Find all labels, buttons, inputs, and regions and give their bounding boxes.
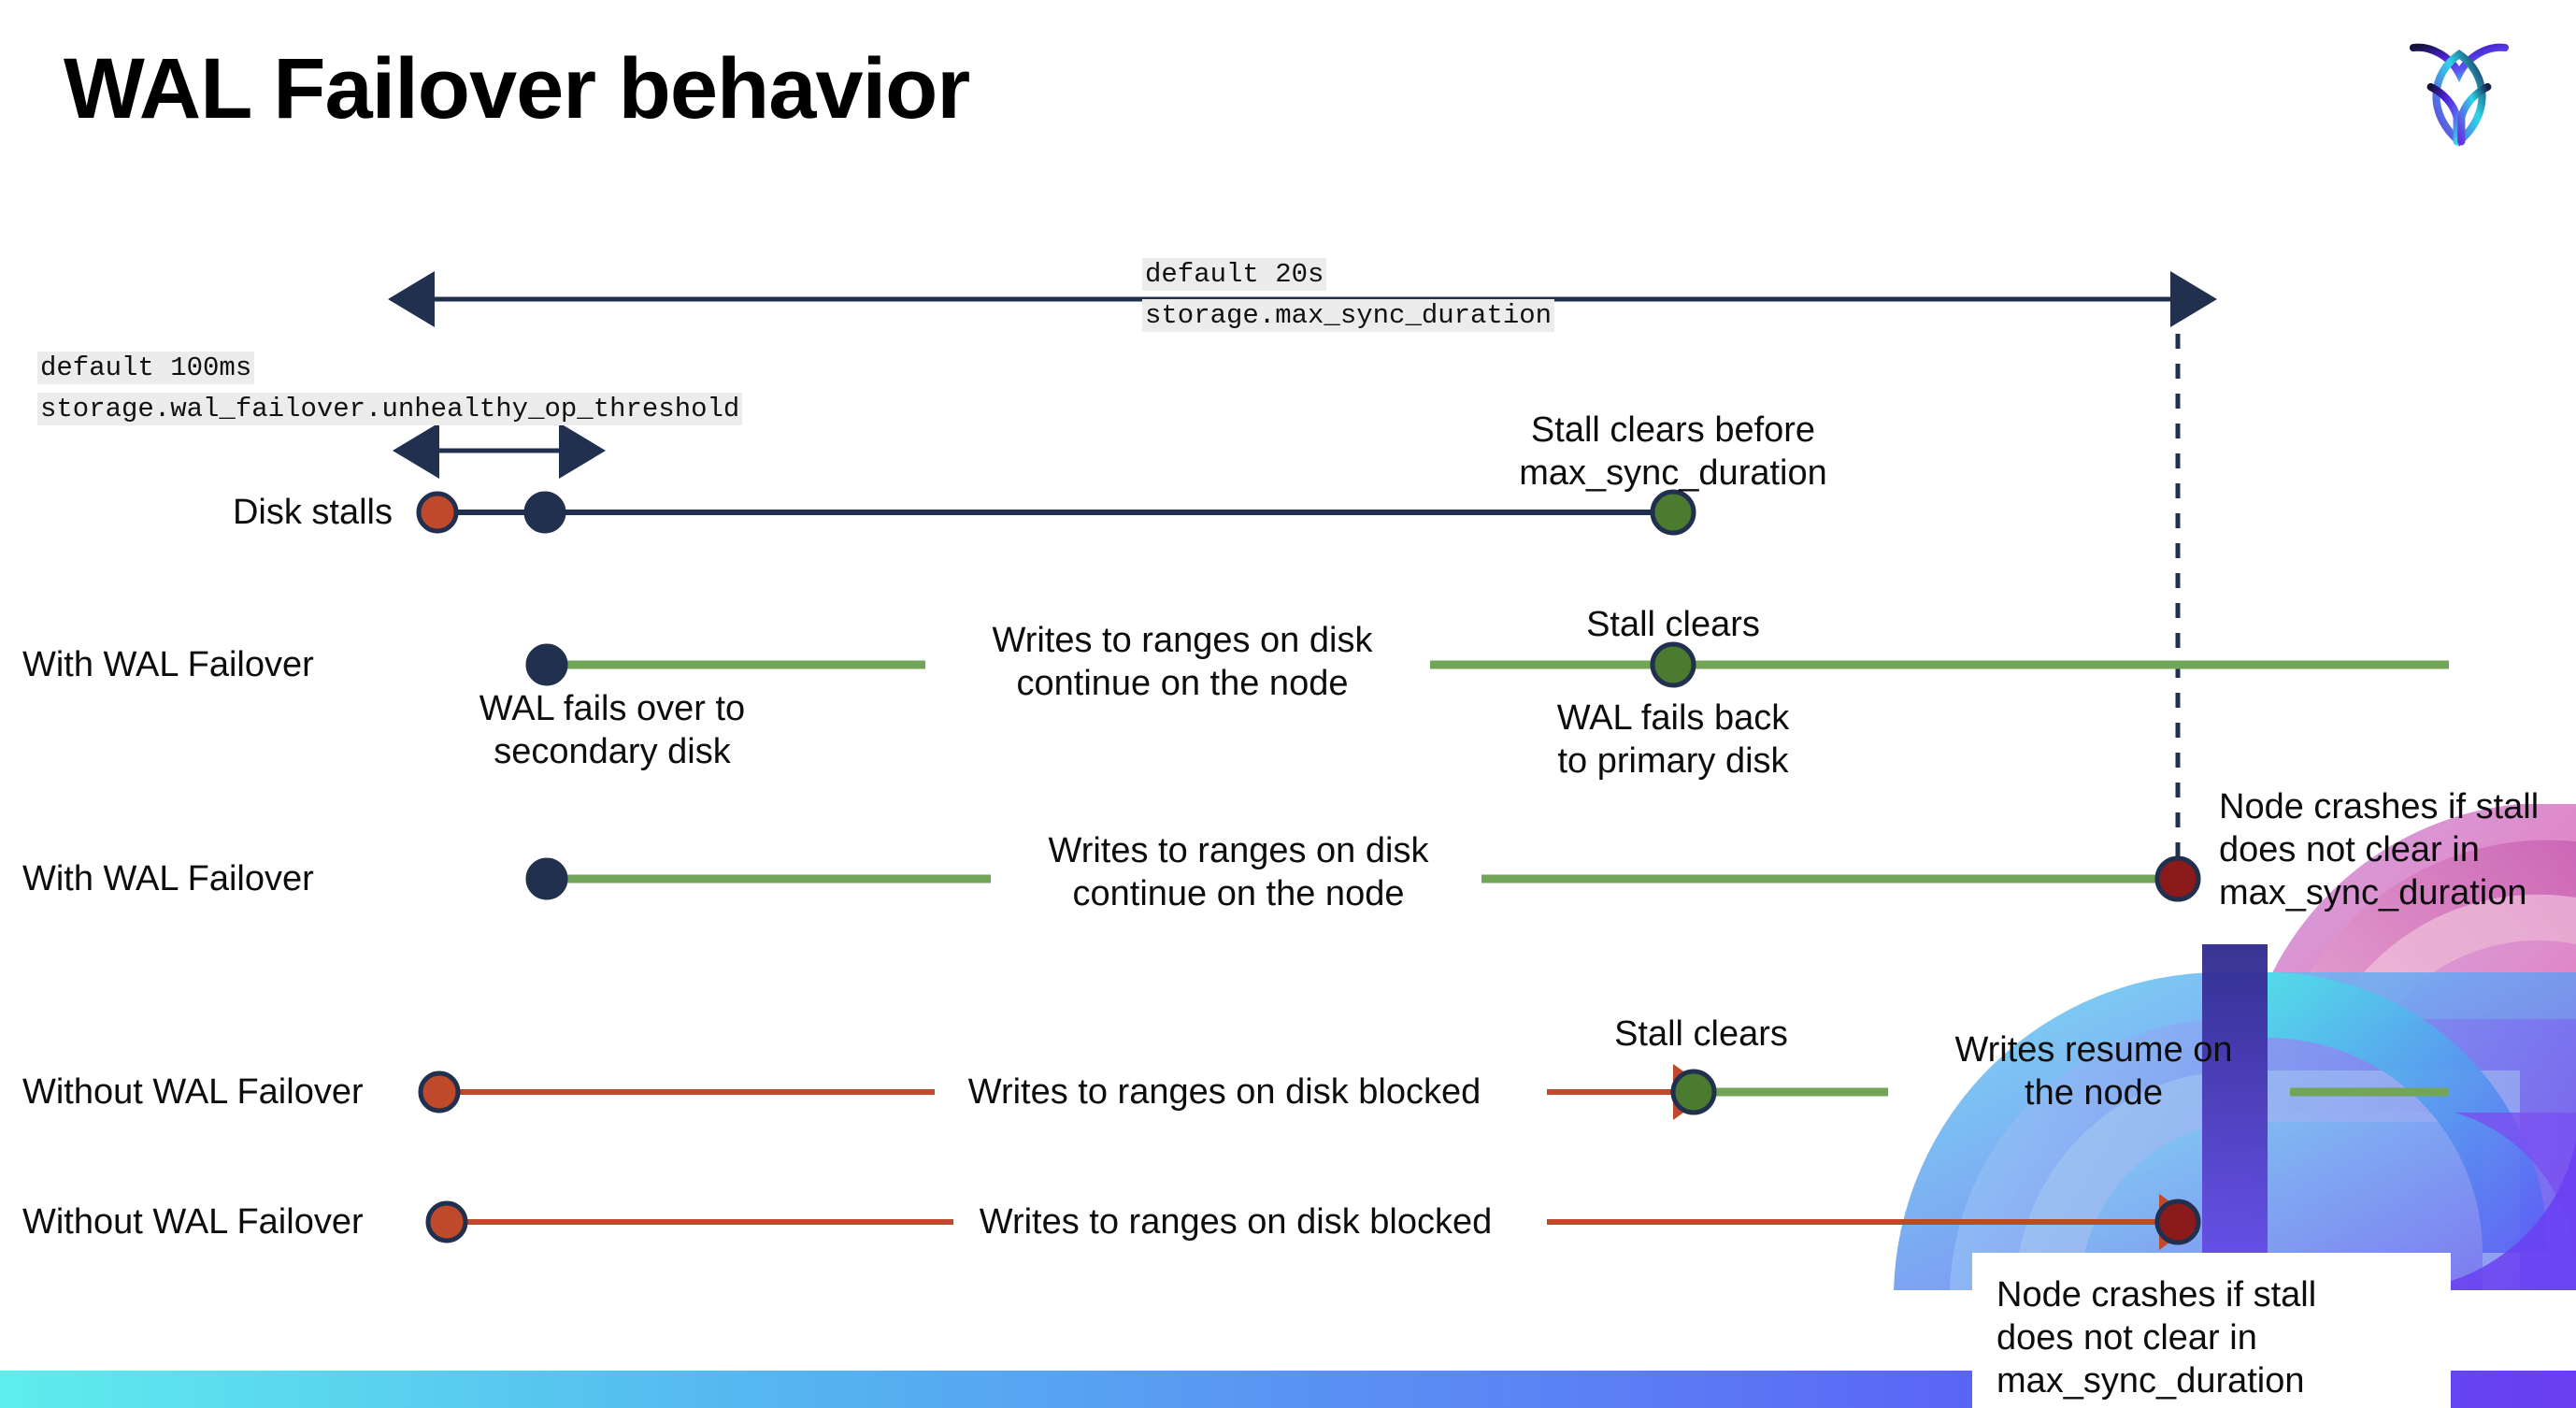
- code-max-sync-line1: default 20s: [1142, 258, 1327, 291]
- note-writes-resume: Writes resume on the node: [1907, 1028, 2281, 1114]
- row-with-wal-failover-crashes-track: [525, 855, 2201, 902]
- note-node-crashes-row2-line1: Node crashes if stall: [2219, 787, 2540, 826]
- note-writes-resume-line1: Writes resume on: [1954, 1030, 2233, 1070]
- note-writes-blocked-row3: Writes to ranges on disk blocked: [967, 1072, 1481, 1112]
- note-stall-clears-before-max-sync: Stall clears before max_sync_duration: [1486, 409, 1860, 495]
- cockroachdb-logo-icon: [2389, 28, 2529, 159]
- code-max-sync-line2: storage.max_sync_duration: [1142, 299, 1555, 332]
- note-node-crashes-row2-line3: max_sync_duration: [2219, 873, 2527, 912]
- note-writes-continue-2-line1: Writes to ranges on disk: [1048, 831, 1429, 870]
- note-wal-fails-over-line1: WAL fails over to: [479, 689, 746, 728]
- note-writes-resume-line2: the node: [2025, 1073, 2163, 1113]
- row-label-with-wal-failover-1: With WAL Failover: [22, 645, 314, 684]
- code-unhealthy-line2: storage.wal_failover.unhealthy_op_thresh…: [37, 393, 743, 425]
- note-stall-clears-row1: Stall clears: [1586, 605, 1760, 644]
- row-label-without-wal-failover-1: Without WAL Failover: [22, 1072, 364, 1112]
- callout-node-crashes-row4: Node crashes if stall does not clear in …: [1972, 1253, 2451, 1408]
- note-writes-blocked-row4: Writes to ranges on disk blocked: [979, 1202, 1493, 1242]
- row-label-with-wal-failover-2: With WAL Failover: [22, 859, 314, 898]
- note-node-crashes-row2-line2: does not clear in: [2219, 830, 2480, 869]
- note-stall-clears-row3: Stall clears: [1614, 1014, 1788, 1054]
- code-unhealthy-line1: default 100ms: [37, 352, 255, 384]
- note-writes-continue-1-line1: Writes to ranges on disk: [992, 621, 1373, 660]
- code-annotation-max-sync: default 20s storage.max_sync_duration: [1142, 254, 1555, 337]
- note-wal-fails-over-line2: secondary disk: [494, 732, 731, 771]
- row-without-wal-failover-crashes-track: [425, 1194, 2201, 1250]
- note-writes-continue-2-line2: continue on the node: [1072, 874, 1405, 913]
- row-label-without-wal-failover-2: Without WAL Failover: [22, 1202, 364, 1242]
- page-title: WAL Failover behavior: [64, 41, 970, 136]
- note-wal-fails-back: WAL fails back to primary disk: [1505, 697, 1841, 783]
- note-stall-clears-before-line1: Stall clears before: [1530, 410, 1816, 450]
- note-wal-fails-over: WAL fails over to secondary disk: [421, 687, 804, 773]
- code-annotation-unhealthy-threshold: default 100ms storage.wal_failover.unhea…: [37, 348, 743, 430]
- note-writes-continue-2: Writes to ranges on disk continue on the…: [991, 829, 1486, 915]
- row-with-wal-failover-recovers-track: [525, 641, 2449, 688]
- note-wal-fails-back-line1: WAL fails back: [1556, 698, 1790, 738]
- note-node-crashes-row4-line3: max_sync_duration: [1996, 1361, 2305, 1401]
- row-disk-stalls-track: [416, 489, 1696, 536]
- note-stall-clears-before-line2: max_sync_duration: [1519, 453, 1827, 493]
- note-node-crashes-row4-line1: Node crashes if stall: [1996, 1275, 2317, 1315]
- row-without-wal-failover-recovers-track: [418, 1064, 2449, 1120]
- note-node-crashes-row4-line2: does not clear in: [1996, 1318, 2257, 1358]
- note-wal-fails-back-line2: to primary disk: [1557, 741, 1789, 781]
- note-node-crashes-row2: Node crashes if stall does not clear in …: [2219, 785, 2539, 914]
- note-writes-continue-1: Writes to ranges on disk continue on the…: [935, 619, 1430, 705]
- note-writes-continue-1-line2: continue on the node: [1016, 664, 1349, 703]
- row-label-disk-stalls: Disk stalls: [232, 493, 393, 532]
